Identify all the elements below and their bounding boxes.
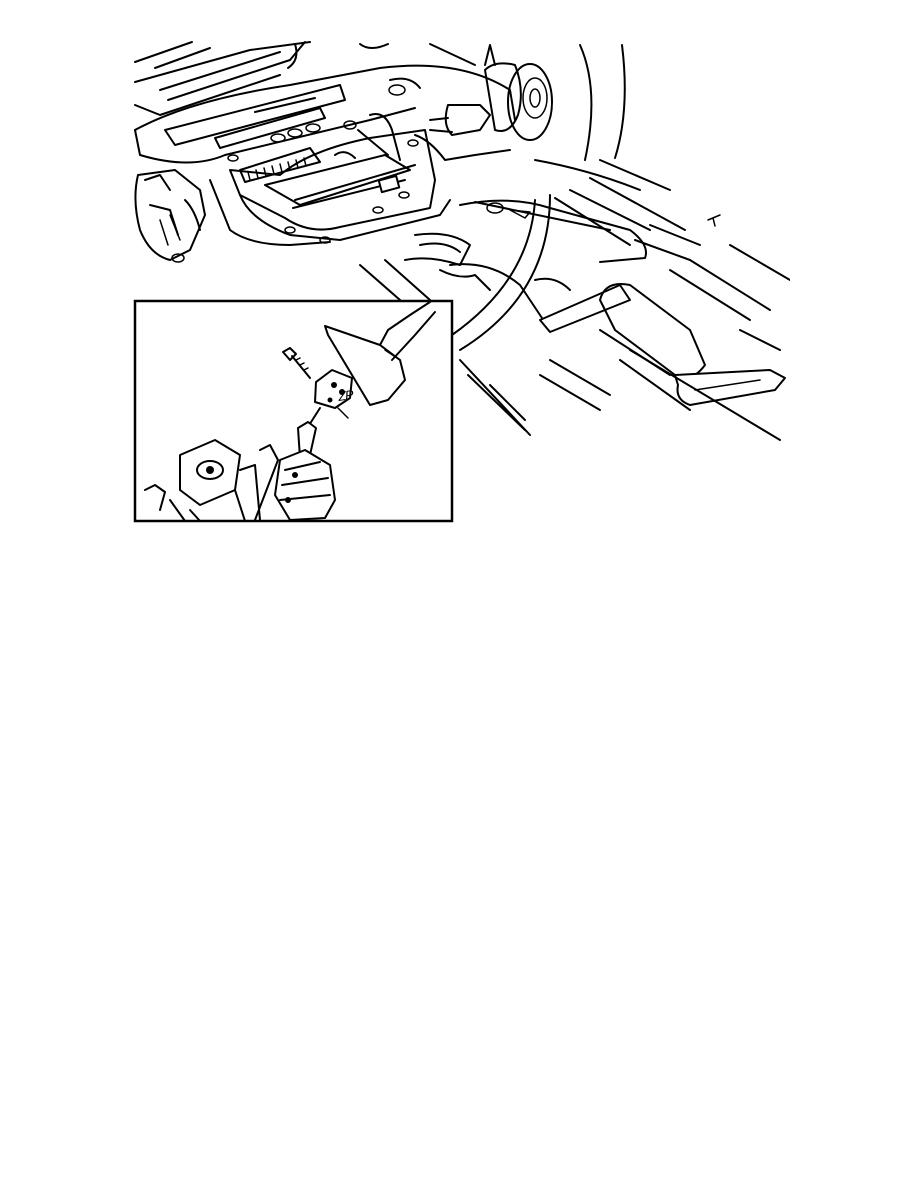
- inset-steering-joint: [144, 301, 436, 522]
- exhaust-system: [404, 232, 786, 406]
- underbody-illustration: ZP: [130, 30, 790, 525]
- floor-pan-lines: [459, 159, 721, 263]
- right-wheel-hub: [414, 44, 641, 191]
- callout-arc: [451, 194, 551, 351]
- underbody-line-drawing: [133, 41, 790, 523]
- subframe: [134, 64, 516, 246]
- steering-rack: [239, 113, 416, 209]
- left-wheel-hub: [134, 169, 206, 263]
- front-bumper-lines: [134, 41, 476, 116]
- floor-hatching: [359, 244, 790, 441]
- inset-callout-label: ZP: [337, 387, 354, 404]
